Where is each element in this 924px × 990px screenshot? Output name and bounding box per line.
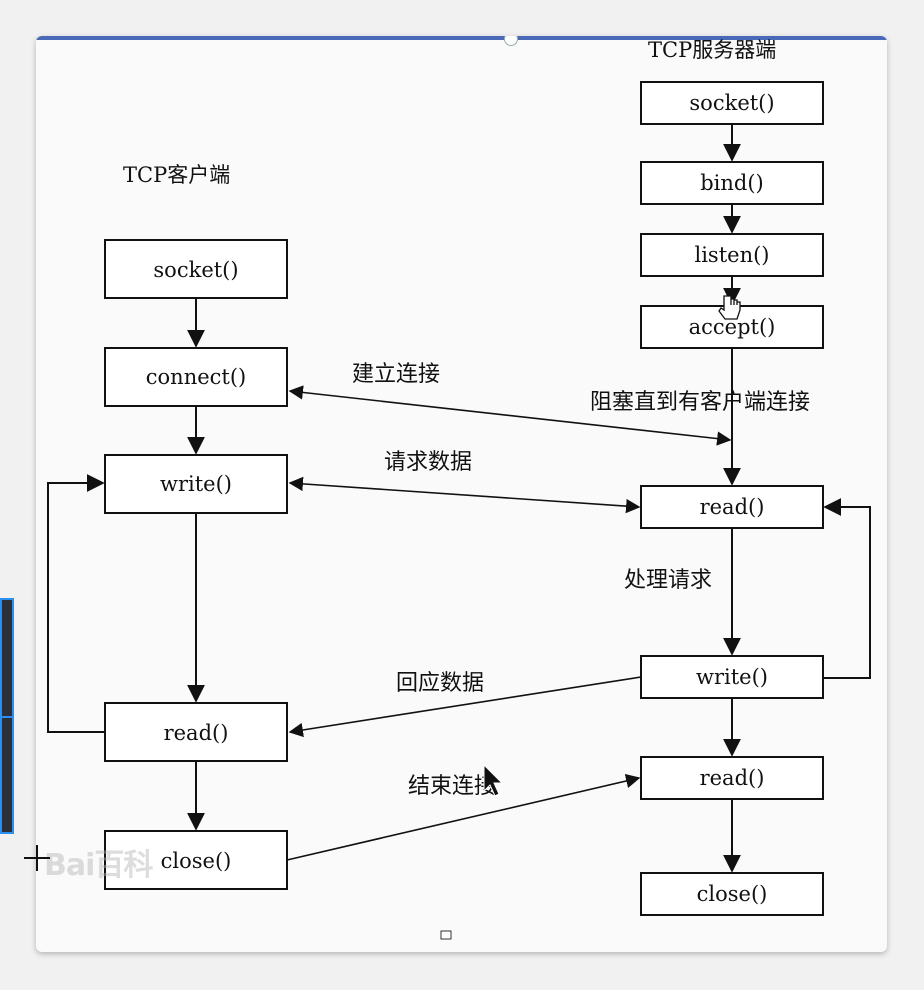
server-read2-label: read() — [700, 766, 765, 790]
server-write-label: write() — [696, 665, 768, 689]
client-socket-box: socket() — [104, 239, 288, 299]
client-title: TCP客户端 — [123, 163, 230, 187]
thumbnail-separator — [2, 716, 12, 718]
end-connection-arrow — [286, 773, 641, 861]
server-socket-label: socket() — [689, 91, 774, 115]
hand-cursor-icon — [718, 295, 741, 320]
bottom-handle[interactable] — [440, 930, 452, 940]
process-request-label: 处理请求 — [624, 568, 712, 593]
resize-handle[interactable] — [504, 36, 518, 46]
client-connect-box: connect() — [104, 347, 288, 407]
server-read-box: read() — [640, 485, 824, 529]
establish-connection-label: 建立连接 — [352, 362, 440, 387]
client-socket-label: socket() — [153, 258, 238, 282]
client-close-label: close() — [161, 849, 232, 873]
side-thumbnail-strip[interactable] — [0, 598, 14, 834]
server-write-box: write() — [640, 655, 824, 699]
server-read2-box: read() — [640, 756, 824, 800]
client-connect-label: connect() — [146, 365, 246, 389]
server-bind-label: bind() — [700, 171, 764, 195]
request-data-label: 请求数据 — [384, 450, 472, 475]
client-loop-arrow — [47, 474, 105, 733]
end-connection-label: 结束连接 — [408, 774, 496, 799]
request-data-arrow — [288, 476, 641, 514]
server-title: TCP服务器端 — [648, 38, 776, 62]
server-listen-box: listen() — [640, 233, 824, 277]
crosshair-cursor-icon — [24, 845, 50, 871]
mouse-pointer-icon — [483, 763, 504, 797]
server-read-label: read() — [700, 495, 765, 519]
server-close-box: close() — [640, 872, 824, 916]
server-socket-box: socket() — [640, 81, 824, 125]
client-read-box: read() — [104, 702, 288, 762]
watermark-logo: Bai百科 — [44, 848, 153, 883]
window-top-bar — [36, 36, 887, 40]
client-write-label: write() — [160, 472, 232, 496]
server-close-label: close() — [697, 882, 768, 906]
server-loop-arrow — [823, 498, 871, 679]
blocking-label: 阻塞直到有客户端连接 — [590, 390, 810, 415]
reply-data-arrow — [288, 676, 642, 738]
client-write-box: write() — [104, 454, 288, 514]
client-read-label: read() — [164, 721, 229, 745]
server-listen-label: listen() — [695, 243, 770, 267]
establish-connection-arrow — [288, 385, 732, 446]
server-bind-box: bind() — [640, 161, 824, 205]
reply-data-label: 回应数据 — [396, 671, 484, 696]
